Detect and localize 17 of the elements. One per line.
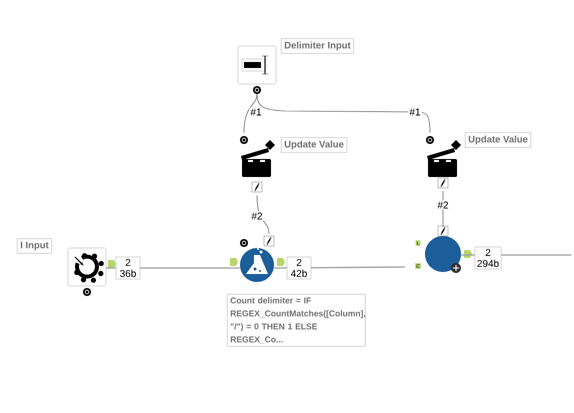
connector xyxy=(256,94,430,134)
record-count: 2 42b xyxy=(286,256,312,280)
annotation: Update Value xyxy=(465,132,532,148)
annotation: Count delimiter = IF REGEX_CountMatches([Column], "/") = 0 THEN 1 ELSE REGEX_Co... xyxy=(227,294,366,347)
edge-label: #2 xyxy=(250,212,264,220)
connector xyxy=(244,94,258,134)
edge-label: #1 xyxy=(408,108,422,116)
edge-label: #2 xyxy=(436,200,450,210)
connector xyxy=(442,190,444,228)
annotation: Delimiter Input xyxy=(281,38,354,54)
record-count: 2 294b xyxy=(474,246,502,270)
annotation: Update Value xyxy=(281,137,348,153)
connector xyxy=(274,266,405,269)
annotation: I Input xyxy=(17,238,52,254)
connector xyxy=(256,194,270,234)
edge-label: #1 xyxy=(249,108,263,116)
record-count: 2 36b xyxy=(116,256,140,280)
